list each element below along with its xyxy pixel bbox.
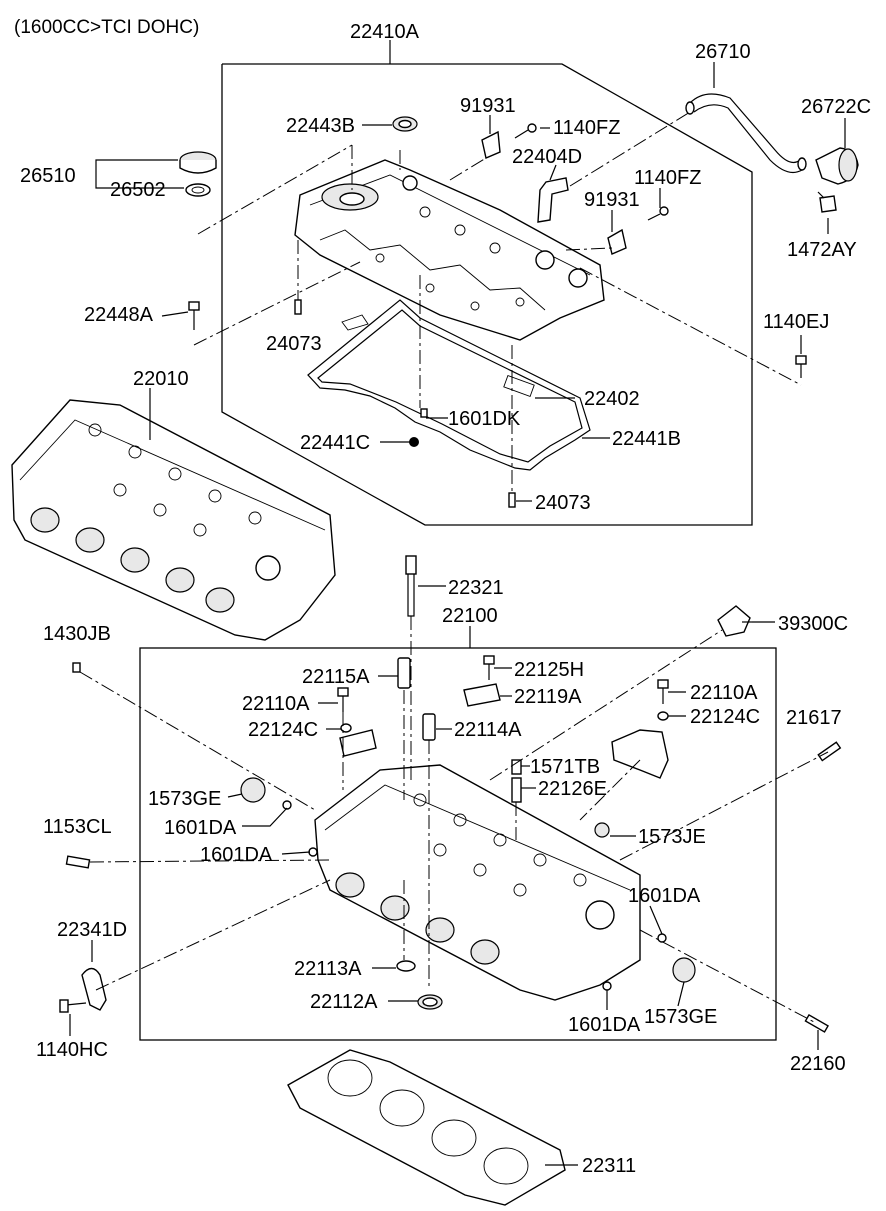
label-22160: 22160 <box>790 1053 846 1075</box>
label-1472AY: 1472AY <box>787 239 857 261</box>
bracket-91931-part <box>481 130 627 255</box>
stud-and-bolt-parts <box>59 662 842 1033</box>
diagram-title: (1600CC>TCI DOHC) <box>14 17 199 38</box>
label-1571TB: 1571TB <box>530 756 600 778</box>
label-24073-bottom: 24073 <box>535 492 591 514</box>
oil-filler-cap-part <box>179 151 217 197</box>
label-22119A: 22119A <box>514 686 582 708</box>
label-22124C-left: 22124C <box>248 719 318 741</box>
label-1140FZ-top: 1140FZ <box>553 117 620 139</box>
label-1573JE: 1573JE <box>638 826 706 848</box>
label-91931-right: 91931 <box>584 189 640 211</box>
label-26510: 26510 <box>20 165 76 187</box>
head-gasket-part <box>287 1049 566 1206</box>
rocker-cover-box <box>221 63 753 526</box>
label-22010: 22010 <box>133 368 189 390</box>
label-1573GE-right: 1573GE <box>644 1006 717 1028</box>
cam-position-sensor-part <box>717 605 752 637</box>
cylinder-head-assembly-part <box>11 399 336 641</box>
label-22126E: 22126E <box>538 778 607 800</box>
label-22441B: 22441B <box>612 428 681 450</box>
pcv-hose-part <box>685 93 807 173</box>
bolt-1140EJ-part <box>795 355 807 378</box>
rocker-cover-part <box>294 159 605 341</box>
cylinder-head-box <box>139 647 777 1041</box>
clip-1472AY-part <box>817 191 837 213</box>
label-22321: 22321 <box>448 577 504 599</box>
cylinder-head-small-parts <box>240 655 696 1010</box>
label-1140FZ-right: 1140FZ <box>634 167 701 189</box>
part-labels: 22410A 26710 26722C 91931 1140FZ 22443B … <box>20 21 871 1177</box>
label-22443B: 22443B <box>286 115 355 137</box>
label-1140HC: 1140HC <box>36 1039 108 1061</box>
label-26502: 26502 <box>110 179 166 201</box>
label-22110A-right: 22110A <box>690 682 758 704</box>
label-22124C-right: 22124C <box>690 706 760 728</box>
label-24073-top: 24073 <box>266 333 322 355</box>
label-1601DK: 1601DK <box>448 408 521 430</box>
leader-lines <box>69 40 846 1166</box>
label-22404D: 22404D <box>512 146 582 168</box>
label-1140EJ: 1140EJ <box>763 311 829 333</box>
cylinder-head-part <box>314 764 641 1001</box>
label-26710: 26710 <box>695 41 751 63</box>
label-1601DA-bottom: 1601DA <box>568 1014 641 1036</box>
label-22448A: 22448A <box>84 304 154 326</box>
bolt-1140FZ-part <box>514 123 669 221</box>
label-22113A: 22113A <box>294 958 362 980</box>
label-26722C: 26722C <box>801 96 871 118</box>
dowel-24073-part <box>294 299 516 508</box>
label-22410A: 22410A <box>350 21 420 43</box>
label-1601DA-right: 1601DA <box>628 885 701 907</box>
head-bolt-22321-part <box>405 555 417 617</box>
label-22114A: 22114A <box>454 719 522 741</box>
label-22112A: 22112A <box>310 991 378 1013</box>
label-22441C: 22441C <box>300 432 370 454</box>
label-22110A-left: 22110A <box>242 693 310 715</box>
label-39300C: 39300C <box>778 613 848 635</box>
pcv-valve-part <box>815 147 859 185</box>
seal-22443B-part <box>392 116 418 132</box>
label-22100: 22100 <box>442 605 498 627</box>
label-21617: 21617 <box>786 707 842 729</box>
label-22125H: 22125H <box>514 659 584 681</box>
label-1153CL: 1153CL <box>43 816 112 838</box>
label-91931-top: 91931 <box>460 95 516 117</box>
bolt-22448A-part <box>188 301 200 330</box>
label-22115A: 22115A <box>302 666 370 688</box>
label-22402: 22402 <box>584 388 640 410</box>
label-1601DA-upper-left: 1601DA <box>164 817 237 839</box>
label-1601DA-lower-left: 1601DA <box>200 844 273 866</box>
label-1430JB: 1430JB <box>43 623 111 645</box>
label-1573GE-left: 1573GE <box>148 788 221 810</box>
breather-hose-part <box>537 177 569 223</box>
label-22311: 22311 <box>582 1155 636 1177</box>
assembly-dashed-lines <box>79 111 829 1024</box>
label-22341D: 22341D <box>57 919 127 941</box>
